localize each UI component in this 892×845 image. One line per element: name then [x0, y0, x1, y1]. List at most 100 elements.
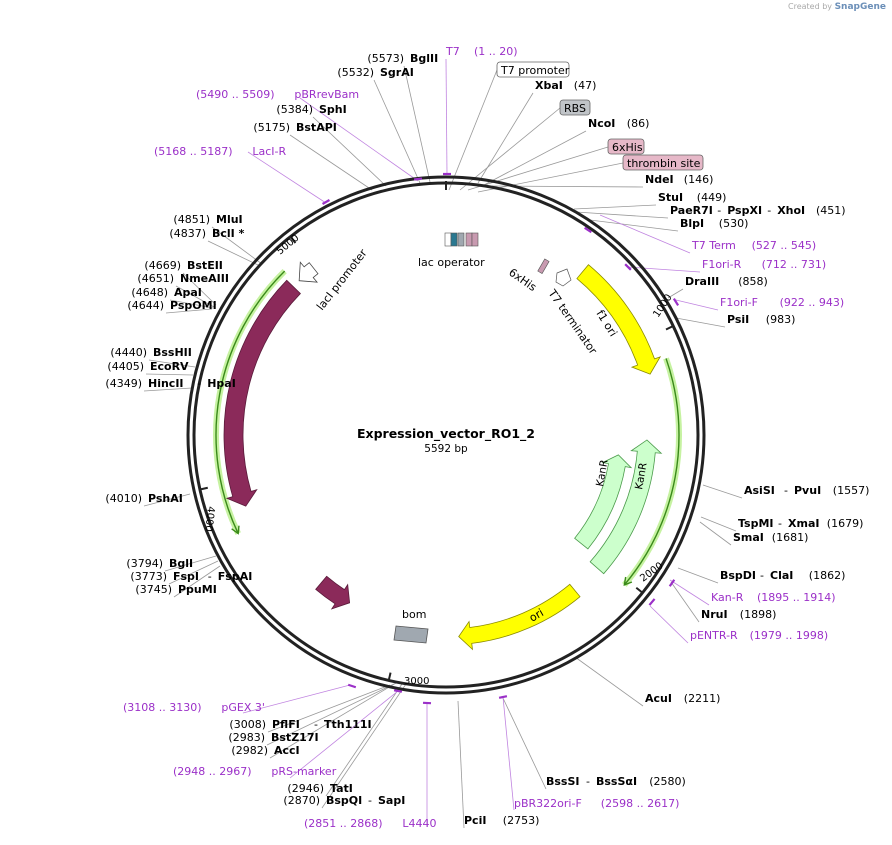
- primer-label[interactable]: Kan-R(1895 .. 1914): [711, 591, 836, 604]
- enzyme-site-label[interactable]: (3773)FspI-FspAI: [130, 570, 252, 583]
- enzyme-site-label[interactable]: (4837)BclI *: [169, 227, 244, 240]
- small-feature[interactable]: [466, 233, 472, 246]
- primer-label[interactable]: (5490 .. 5509)pBRrevBam: [196, 88, 359, 101]
- primer-label[interactable]: (2948 .. 2967)pRS-marker: [173, 765, 337, 778]
- enzyme-site-label[interactable]: NdeI(146): [645, 173, 713, 186]
- enzyme-site-label[interactable]: (3794)BglI: [126, 557, 193, 570]
- enzyme-site-label[interactable]: (2870)BspQI-SapI: [283, 794, 405, 807]
- leader-line: [449, 70, 497, 190]
- enzyme-site-label[interactable]: (4669)BstEII: [144, 259, 222, 272]
- enzyme-site-label[interactable]: XbaI(47): [535, 79, 596, 92]
- enzyme-site-label[interactable]: (5175)BstAPI: [253, 121, 336, 134]
- enzyme-site-label[interactable]: SmaI(1681): [733, 531, 808, 544]
- enzyme-name: BglII: [410, 52, 438, 65]
- feature-lacI-promoter[interactable]: [299, 262, 318, 282]
- primer-label[interactable]: F1ori-F(922 .. 943): [720, 296, 844, 309]
- enzyme-site-label[interactable]: (4851)MluI: [173, 213, 242, 226]
- leader-line: [478, 93, 533, 183]
- primer-binding-site: [414, 179, 422, 180]
- enzyme-site-label[interactable]: StuI(449): [658, 191, 726, 204]
- feature-bom[interactable]: [394, 626, 428, 643]
- small-feature[interactable]: [458, 233, 464, 246]
- feature-T7-terminator[interactable]: [556, 269, 571, 286]
- watermark-prefix: Created by: [788, 2, 832, 11]
- leader-line: [468, 147, 608, 190]
- enzyme-sep: -: [197, 377, 201, 390]
- enzyme-site-label[interactable]: NruI (1898): [701, 608, 776, 621]
- leader-line: [374, 80, 420, 183]
- primer-label[interactable]: (2851 .. 2868)L4440: [304, 817, 437, 830]
- feature-6xHis[interactable]: [538, 259, 549, 274]
- enzyme-sep: -: [208, 570, 212, 583]
- enzyme-position: (4405): [107, 360, 144, 373]
- enzyme-site-label[interactable]: (5573)BglII: [367, 52, 438, 65]
- enzyme-site-label[interactable]: (4648)ApaI: [131, 286, 201, 299]
- enzyme-site-label[interactable]: (4405)EcoRV: [107, 360, 189, 373]
- enzyme-site-label[interactable]: (2982)AccI: [231, 744, 299, 757]
- enzyme-name-2: FspAI: [218, 570, 253, 583]
- small-feature[interactable]: [445, 233, 451, 246]
- enzyme-site-label[interactable]: (3745)PpuMI: [135, 583, 216, 596]
- small-feature[interactable]: [451, 233, 457, 246]
- enzyme-name: FspI: [173, 570, 199, 583]
- enzyme-site-label[interactable]: (4349)HincII-HpaI: [105, 377, 235, 390]
- primer-label[interactable]: (3108 .. 3130)pGEX 3': [123, 701, 265, 714]
- enzyme-position: (4349): [105, 377, 142, 390]
- enzyme-position: (4010): [105, 492, 142, 505]
- feature-lacI[interactable]: [224, 280, 300, 506]
- feature-ori[interactable]: [459, 584, 580, 649]
- enzyme-site-label[interactable]: AsiSI-PvuI(1557): [744, 484, 869, 497]
- enzyme-site-label[interactable]: PaeR7I-PspXI-XhoI(451): [670, 204, 846, 217]
- enzyme-site-label[interactable]: TspMI-XmaI(1679): [738, 517, 863, 530]
- primer-name: pENTR-R: [690, 629, 738, 642]
- enzyme-name: NruI: [701, 608, 728, 621]
- enzyme-site-label[interactable]: (4440)BssHII: [110, 346, 191, 359]
- primer-binding-site: [394, 690, 402, 691]
- label-box-text: RBS: [564, 102, 586, 115]
- enzyme-name-2: Tth111I: [324, 718, 372, 731]
- boxed-feature-label[interactable]: thrombin site: [623, 155, 703, 170]
- boxed-feature-label[interactable]: T7 promoter: [497, 62, 570, 77]
- enzyme-site-label[interactable]: BspDI-ClaI(1862): [720, 569, 845, 582]
- primer-label[interactable]: pBR322ori-F(2598 .. 2617): [514, 797, 679, 810]
- primer-label[interactable]: pENTR-R(1979 .. 1998): [690, 629, 828, 642]
- enzyme-site-label[interactable]: BlpI(530): [680, 217, 748, 230]
- enzyme-position: (1898): [740, 608, 777, 621]
- leader-line: [700, 522, 731, 545]
- enzyme-position: (2211): [684, 692, 721, 705]
- enzyme-site-label[interactable]: PsiI(983): [727, 313, 795, 326]
- enzyme-site-label[interactable]: (5532)SgrAI: [337, 66, 413, 79]
- enzyme-site-label[interactable]: PciI(2753): [464, 814, 539, 827]
- enzyme-site-label[interactable]: NcoI(86): [588, 117, 649, 130]
- primer-range: (527 .. 545): [752, 239, 817, 252]
- enzyme-site-label[interactable]: (5384)SphI: [276, 103, 346, 116]
- enzyme-site-label[interactable]: (4010)PshAI: [105, 492, 182, 505]
- enzyme-name-3: XhoI: [777, 204, 805, 217]
- enzyme-position: (1679): [827, 517, 864, 530]
- enzyme-position: (4440): [110, 346, 147, 359]
- primer-label[interactable]: T7 Term(527 .. 545): [691, 239, 816, 252]
- enzyme-site-label[interactable]: BssSI-BssSαI(2580): [546, 775, 686, 788]
- enzyme-site-label[interactable]: (4644)PspOMI: [127, 299, 216, 312]
- feature-f1-ori[interactable]: [577, 265, 660, 374]
- enzyme-position: (1681): [772, 531, 809, 544]
- enzyme-position: (2753): [503, 814, 540, 827]
- feature-rop[interactable]: [316, 576, 350, 608]
- enzyme-name: BlpI: [680, 217, 704, 230]
- primer-range: (1 .. 20): [474, 45, 518, 58]
- enzyme-name: ApaI: [174, 286, 202, 299]
- primer-label[interactable]: F1ori-R(712 .. 731): [702, 258, 826, 271]
- enzyme-site-label[interactable]: AcuI(2211): [645, 692, 720, 705]
- enzyme-site-label[interactable]: (4651)NmeAIII: [137, 272, 229, 285]
- leader-line: [671, 582, 699, 622]
- leader-line: [575, 657, 643, 706]
- enzyme-site-label[interactable]: DraIII(858): [685, 275, 768, 288]
- primer-label[interactable]: (5168 .. 5187)LacI-R: [154, 145, 287, 158]
- boxed-feature-label[interactable]: 6xHis: [608, 139, 644, 154]
- enzyme-position: (3008): [229, 718, 266, 731]
- primer-label[interactable]: T7(1 .. 20): [445, 45, 518, 58]
- small-feature[interactable]: [472, 233, 478, 246]
- enzyme-site-label[interactable]: (2983)BstZ17I: [228, 731, 318, 744]
- primer-range: (5168 .. 5187): [154, 145, 233, 158]
- boxed-feature-label[interactable]: RBS: [560, 100, 590, 115]
